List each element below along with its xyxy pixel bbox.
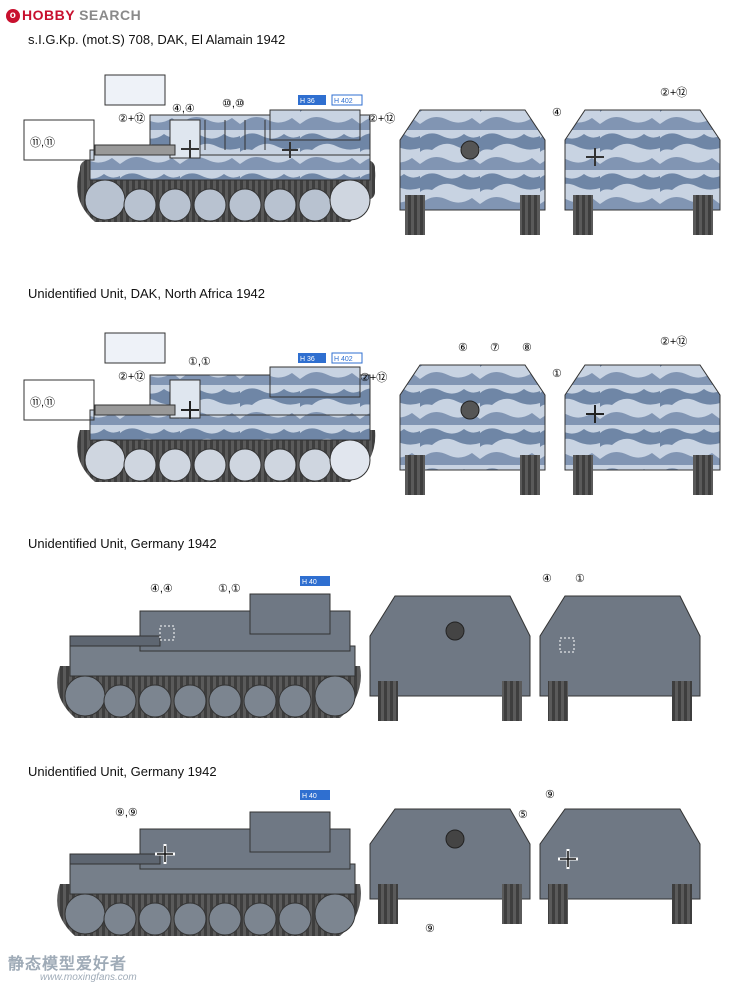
rear-view-camo-2: [399, 364, 546, 495]
palm-inset-2: [104, 332, 166, 364]
callout-rear-2-1: ②+⑫: [360, 371, 387, 384]
section-3-panel: ④,④ ①,① H 40 ④ ①: [0, 556, 749, 731]
side-crosses: [181, 140, 298, 158]
section-2-title: Unidentified Unit, DAK, North Africa 194…: [28, 286, 266, 301]
svg-text:H 402: H 402: [334, 356, 353, 363]
callout-side-1: ④,④: [172, 103, 195, 115]
callout-rear-2-3: ⑦: [490, 342, 500, 354]
front-view-grey-2: [539, 808, 701, 924]
callout-front-2: ②+⑫: [660, 86, 687, 99]
decal-h-4: [300, 790, 330, 800]
section-1-drawing: ④,④ ⑩,⑩ ②+⑫ ⑪,⑪ H 36 H 402 ②+⑫ ④ ②+⑫: [23, 74, 721, 235]
callout-side-2-2: ②+⑫: [118, 370, 145, 383]
callout-side-3-1: ④,④: [150, 583, 173, 595]
side-view-grey: [57, 593, 361, 718]
decal-h2: [331, 94, 363, 106]
callout-front-1: ④: [552, 107, 562, 119]
rear-view-camo: [399, 109, 546, 235]
section-4-panel: ⑨,⑨ H 40 ⑤ ⑨ ⑨: [0, 784, 749, 944]
decal-h2-2: [331, 352, 363, 364]
watermark-url: www.moxingfans.com: [40, 972, 137, 983]
callout-side-2-1: ①,①: [188, 356, 211, 368]
section-2-drawing: ①,① ②+⑫ ⑪,⑪ H 36 H 402 ②+⑫ ⑥ ⑦ ⑧ ① ②+⑫: [23, 332, 721, 495]
callout-front-2-2: ②+⑫: [660, 335, 687, 348]
logo-search: SEARCH: [79, 7, 142, 23]
callout-side-3-2: ①,①: [218, 583, 241, 595]
callout-side-4: ⑪,⑪: [30, 136, 55, 149]
callout-side-3: ②+⑫: [118, 112, 145, 125]
logo-mark-icon: o: [6, 9, 20, 24]
ammo-box: [269, 109, 361, 141]
side-view-grey-2: [57, 811, 361, 936]
section-4-drawing: ⑨,⑨ H 40 ⑤ ⑨ ⑨: [57, 789, 701, 936]
rear-view-grey-2: [369, 808, 531, 924]
front-view-grey: [539, 595, 701, 721]
decal-h1-2: [298, 353, 326, 363]
decal-h1: [298, 95, 326, 105]
gun-barrel: [94, 144, 176, 156]
side-rails: [204, 120, 266, 150]
svg-text:H 40: H 40: [302, 579, 317, 586]
gun-muzzle: [460, 140, 480, 160]
detail-inset-2: [23, 379, 95, 421]
detail-inset: [23, 119, 95, 161]
callout-front-4-1: ⑨: [545, 789, 555, 801]
rear-view-grey: [369, 595, 531, 721]
callout-rear-4-2: ⑨: [425, 923, 435, 935]
callout-front-3-1: ④: [542, 573, 552, 585]
road-wheels: [84, 179, 371, 222]
svg-text:H 402: H 402: [334, 98, 353, 105]
callout-rear-2-2: ⑥: [458, 342, 468, 354]
callout-rear-4-1: ⑤: [518, 809, 528, 821]
front-view-camo-2: [564, 364, 721, 495]
watermark-cn: 静态模型爱好者: [8, 956, 128, 973]
svg-text:H 40: H 40: [302, 793, 317, 800]
callout-side-2-3: ⑪,⑪: [30, 396, 55, 409]
callout-rear-1: ②+⑫: [368, 112, 395, 125]
side-view-camo: [77, 109, 376, 222]
section-1-panel: ④,④ ⑩,⑩ ②+⑫ ⑪,⑪ H 36 H 402 ②+⑫ ④ ②+⑫: [0, 50, 749, 270]
callout-front-3-2: ①: [575, 573, 585, 585]
front-view-camo: [564, 109, 721, 235]
palm-inset: [104, 74, 166, 106]
svg-text:H 36: H 36: [300, 356, 315, 363]
section-2-panel: ①,① ②+⑫ ⑪,⑪ H 36 H 402 ②+⑫ ⑥ ⑦ ⑧ ① ②+⑫: [0, 305, 749, 505]
callout-rear-2-4: ⑧: [522, 342, 532, 354]
section-1-title: s.I.G.Kp. (mot.S) 708, DAK, El Alamain 1…: [28, 32, 286, 47]
section-4-title: Unidentified Unit, Germany 1942: [28, 764, 217, 779]
section-3-drawing: ④,④ ①,① H 40 ④ ①: [57, 573, 701, 721]
callout-side-4-1: ⑨,⑨: [115, 807, 138, 819]
side-view-camo-2: [77, 366, 376, 482]
callout-front-2-1: ①: [552, 368, 562, 380]
svg-text:H 36: H 36: [300, 98, 315, 105]
section-3-title: Unidentified Unit, Germany 1942: [28, 536, 217, 551]
callout-side-2: ⑩,⑩: [222, 98, 245, 110]
decal-h-3: [300, 576, 330, 586]
